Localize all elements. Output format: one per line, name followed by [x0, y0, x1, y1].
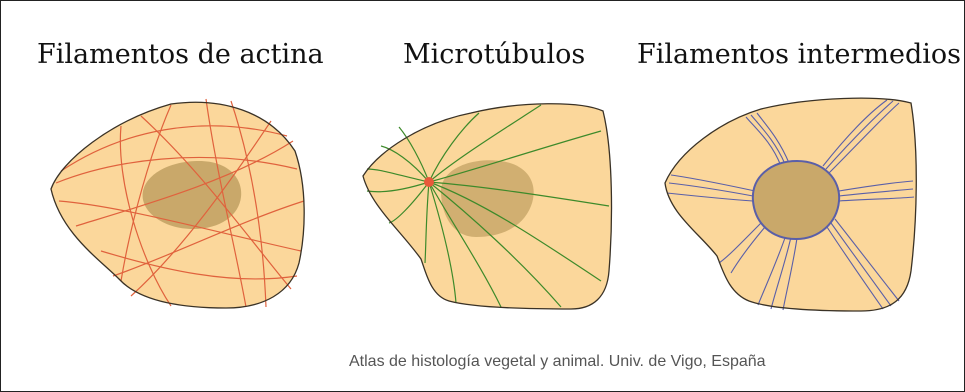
intermediate-nucleus [753, 161, 839, 239]
centrosome [424, 177, 434, 187]
credit-text: Atlas de histología vegetal y animal. Un… [349, 353, 766, 371]
actin-cell [51, 99, 304, 308]
microtubule-cell [363, 104, 611, 309]
intermediate-cell [665, 98, 916, 311]
